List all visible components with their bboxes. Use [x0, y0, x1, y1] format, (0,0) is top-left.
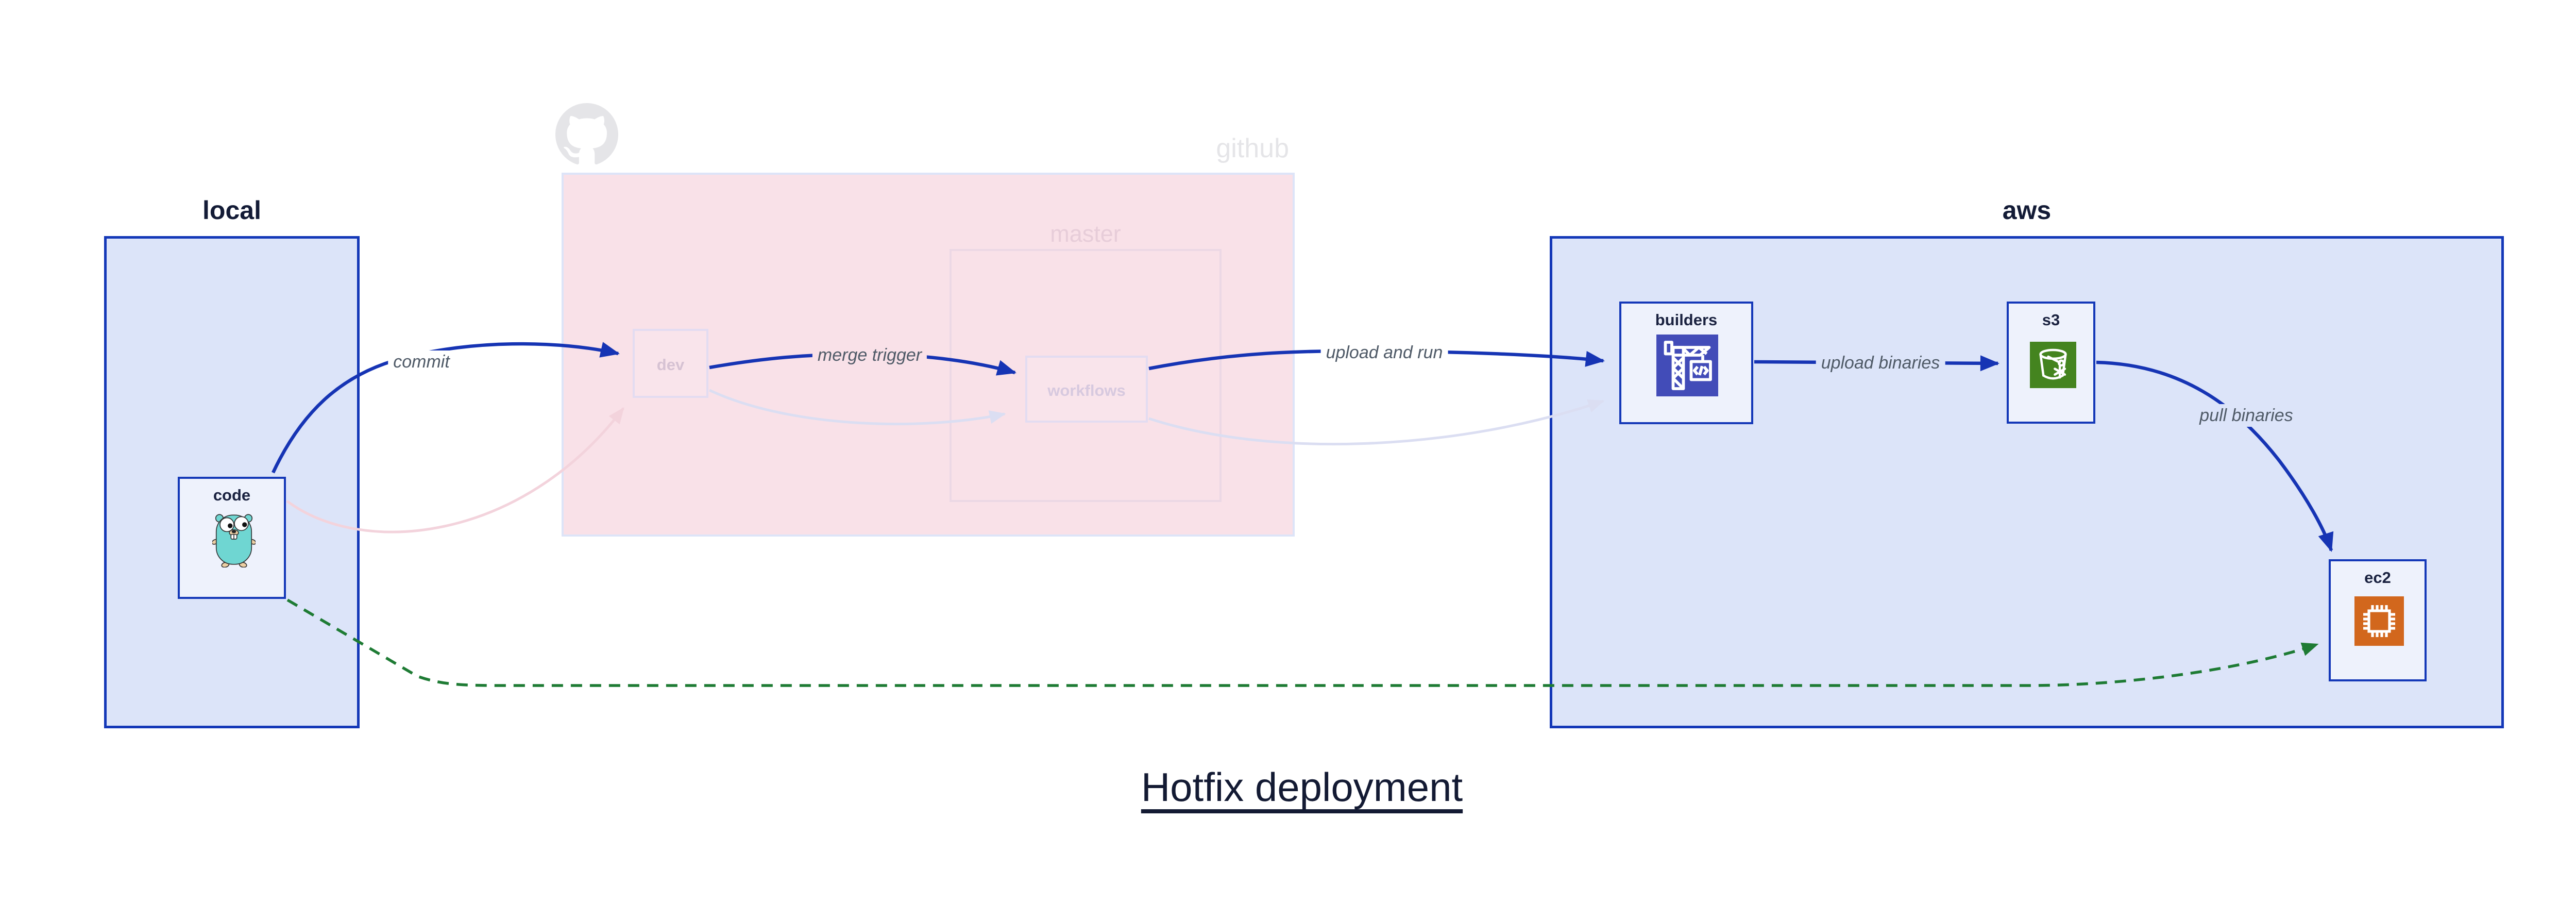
diagram-title: Hotfix deployment [1141, 764, 1463, 810]
aws-s3-bucket-icon [2030, 342, 2076, 388]
edge-commit-faded [286, 407, 624, 533]
group-master-label: master [1050, 221, 1121, 247]
node-builders-label: builders [1655, 311, 1718, 329]
edge-label-upload-and-run: upload and run [1320, 341, 1448, 364]
edge-label-upload-binaries: upload binaries [1816, 352, 1945, 374]
node-ec2: ec2 [2329, 559, 2427, 681]
node-ec2-label: ec2 [2364, 569, 2391, 587]
edge-label-commit: commit [388, 350, 455, 373]
aws-codebuild-icon [1656, 335, 1718, 396]
edge-dev-workflows-faded [708, 389, 1006, 426]
group-master-box [950, 249, 1222, 502]
edge-hotfix-dashed [286, 598, 2319, 687]
node-builders: builders [1619, 302, 1753, 424]
edge-workflows-builders-faded [1148, 399, 1605, 446]
node-dev: dev [633, 329, 708, 398]
edge-pull-binaries [2096, 360, 2334, 552]
aws-ec2-chip-icon [2354, 596, 2404, 646]
node-workflows-label: workflows [1047, 381, 1126, 399]
node-s3-label: s3 [2042, 311, 2060, 329]
edge-label-merge-trigger: merge trigger [812, 344, 927, 366]
node-s3: s3 [2007, 302, 2095, 424]
github-octocat-icon [555, 103, 618, 164]
node-code-label: code [213, 486, 251, 504]
group-github-label: github [1216, 133, 1289, 163]
group-aws-label: aws [2002, 196, 2052, 225]
node-dev-label: dev [656, 356, 685, 374]
group-local-label: local [202, 196, 261, 225]
go-gopher-icon [212, 514, 256, 567]
edge-label-pull-binaries: pull binaries [2194, 404, 2298, 427]
node-code: code [178, 477, 286, 599]
node-workflows: workflows [1025, 356, 1148, 423]
